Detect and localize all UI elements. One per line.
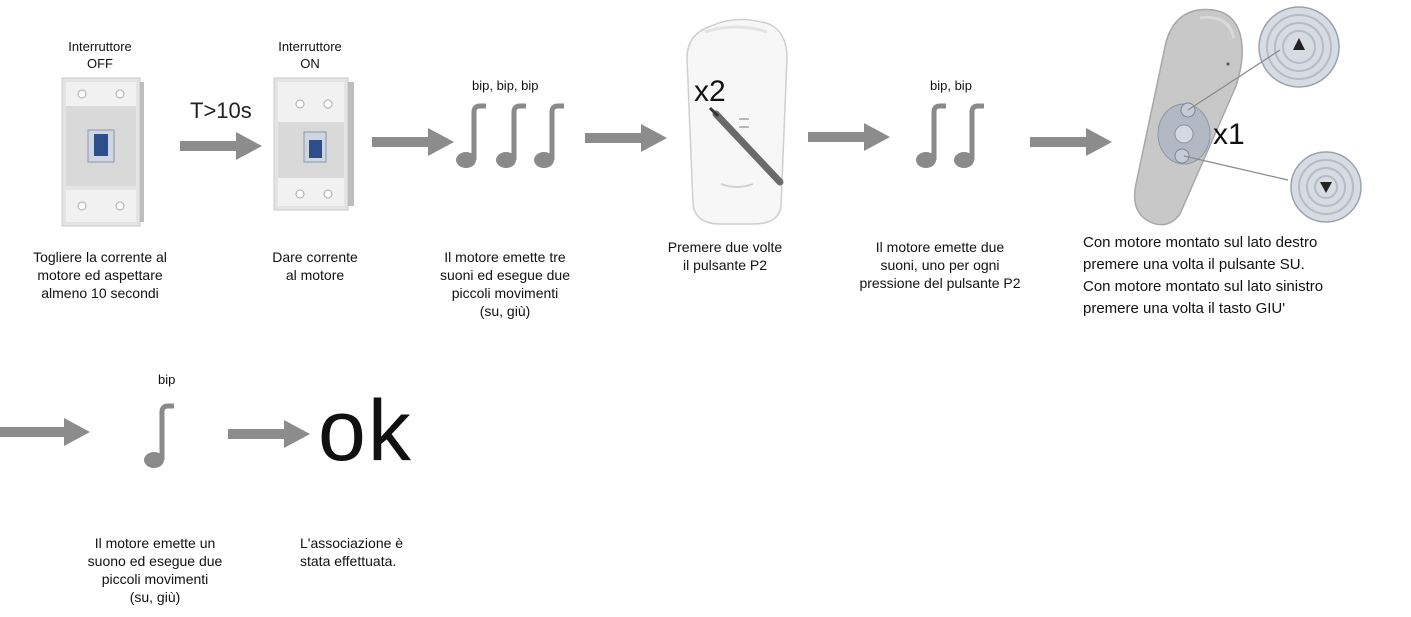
step8-caption-line2: stata effettuata. [300, 553, 397, 569]
arrow-right-icon [1030, 128, 1112, 156]
step1-title-line1: Interruttore [68, 39, 132, 54]
step1-caption: Togliere la corrente al motore ed aspett… [0, 248, 200, 302]
magnified-up-button [1258, 6, 1340, 88]
step3-caption-line2: suoni ed esegue due [440, 267, 570, 283]
music-note-icon [534, 103, 564, 168]
arrow-right-icon [372, 128, 454, 156]
remote-control-icon [686, 18, 788, 225]
step1-caption-line1: Togliere la corrente al [33, 249, 167, 265]
step8-result: ok [318, 383, 413, 479]
step1-title-line2: OFF [87, 56, 113, 71]
remote-control-icon [1133, 8, 1243, 226]
breaker-on-icon [273, 77, 354, 211]
music-note-icon [496, 103, 526, 168]
step4-caption-line2: il pulsante P2 [682, 257, 768, 273]
step3-caption-line3: piccoli movimenti [451, 285, 559, 301]
step5-beeps: bip, bip [930, 78, 972, 93]
step4-caption-line1: Premere due volte [667, 239, 783, 255]
step7-caption: Il motore emette un suono ed esegue due … [60, 534, 250, 606]
step2-caption-line2: al motore [285, 267, 345, 283]
arrow-right-icon [0, 418, 90, 446]
music-note-icon [456, 103, 486, 168]
magnified-down-button [1290, 151, 1362, 223]
step7-caption-line4: (su, giù) [129, 589, 181, 605]
step2-title-line2: ON [300, 56, 320, 71]
step5-caption-line2: suoni, uno per ogni [880, 257, 1000, 273]
pen-icon [708, 106, 784, 186]
arrow-right-icon [228, 420, 310, 448]
step5-caption-line3: pressione del pulsante P2 [859, 275, 1021, 291]
music-note-icon [954, 103, 984, 168]
step3-beeps: bip, bip, bip [472, 78, 539, 93]
step6-multiplier: x1 [1213, 118, 1245, 151]
step6-caption-line2: premere una volta il pulsante SU. [1083, 256, 1305, 273]
callout-lines [1183, 49, 1289, 181]
arrow-right-icon [180, 132, 262, 160]
step7-beeps: bip [158, 372, 176, 387]
step8-caption: L'associazione è stata effettuata. [300, 534, 440, 570]
step1-caption-line3: almeno 10 secondi [41, 285, 159, 301]
step2-caption: Dare corrente al motore [235, 248, 395, 284]
timer-label: T>10s [190, 98, 252, 123]
music-note-icon [144, 403, 174, 468]
step6-caption-line3: Con motore montato sul lato sinistro [1083, 278, 1324, 295]
step7-caption-line3: piccoli movimenti [101, 571, 209, 587]
step2-title: Interruttore ON [255, 38, 365, 72]
step4-caption: Premere due volte il pulsante P2 [635, 238, 815, 274]
step5-caption-line1: Il motore emette due [875, 239, 1005, 255]
step8-caption-line1: L'associazione è [300, 535, 404, 551]
breaker-off-icon [61, 77, 144, 227]
step3-caption: Il motore emette tre suoni ed esegue due… [410, 248, 600, 320]
step7-caption-line1: Il motore emette un [94, 535, 216, 551]
arrow-right-icon [585, 124, 667, 152]
step5-caption: Il motore emette due suoni, uno per ogni… [835, 238, 1045, 292]
step2-title-line1: Interruttore [278, 39, 342, 54]
step1-caption-line2: motore ed aspettare [37, 267, 163, 283]
step7-caption-line2: suono ed esegue due [87, 553, 223, 569]
step3-caption-line4: (su, giù) [479, 303, 531, 319]
step4-multiplier: x2 [694, 75, 726, 108]
step2-caption-line1: Dare corrente [272, 249, 358, 265]
step3-caption-line1: Il motore emette tre [444, 249, 566, 265]
step6-caption: Con motore montato sul lato destro preme… [1083, 232, 1403, 320]
step1-title: Interruttore OFF [45, 38, 155, 72]
music-note-icon [916, 103, 946, 168]
step6-caption-line4: premere una volta il tasto GIU' [1083, 300, 1286, 317]
arrow-right-icon [808, 123, 890, 151]
step6-caption-line1: Con motore montato sul lato destro [1083, 234, 1318, 251]
